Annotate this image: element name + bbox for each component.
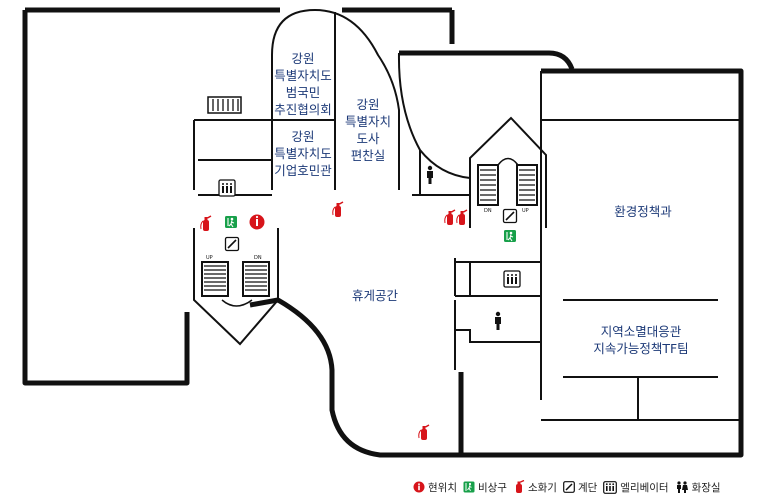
right-stair-up-label: UP xyxy=(522,208,529,214)
right-stair-down-label: DN xyxy=(484,208,492,214)
fire-extinguisher-icon xyxy=(332,201,344,218)
legend-item-stairs: 계단 xyxy=(563,480,597,495)
fire-extinguisher-icon xyxy=(418,424,430,441)
emergency-exit-icon xyxy=(463,481,475,493)
emergency-exit-icon xyxy=(224,215,238,229)
stairs-icon xyxy=(224,236,240,252)
fire-extinguisher-icon xyxy=(200,215,212,232)
right-stairwell xyxy=(469,116,547,228)
legend-item-current-location: 현위치 xyxy=(413,480,457,495)
radiator xyxy=(207,96,242,114)
restroom-icon xyxy=(427,165,433,184)
room-climate-tf: 지역소멸대응관 지속가능정책TF팀 xyxy=(593,324,689,356)
legend-item-elevator: 엘리베이터 xyxy=(603,480,669,495)
outer-walls xyxy=(22,7,744,458)
room-gangwon-history: 강원 특별자치 도사 편찬실 xyxy=(344,97,391,163)
room-gangwon-council: 강원 특별자치도 범국민 추진협의회 xyxy=(274,51,332,117)
emergency-exit-icon xyxy=(503,229,517,243)
legend: 현위치 비상구 소화기 계단 엘리베이터 화장실 xyxy=(413,478,727,496)
restroom-icon xyxy=(676,480,688,493)
room-gangwon-enterprise: 강원 특별자치도 기업호민관 xyxy=(274,129,332,178)
stairs-icon xyxy=(563,481,575,493)
left-stair-down-label: DN xyxy=(254,255,262,261)
elevator-icon xyxy=(603,480,618,494)
elevator-icon xyxy=(503,270,521,288)
interior-walls xyxy=(193,52,741,421)
room-environment-policy: 환경정책과 xyxy=(614,204,672,219)
curved-rooms xyxy=(271,8,400,190)
restroom-icon xyxy=(495,311,501,330)
legend-item-emergency-exit: 비상구 xyxy=(463,480,507,495)
elevator-icon xyxy=(218,179,236,197)
current-location-icon xyxy=(249,214,265,230)
left-stair-up-label: UP xyxy=(206,255,213,261)
legend-item-restroom: 화장실 xyxy=(675,480,721,495)
legend-item-fire-extinguisher: 소화기 xyxy=(513,480,557,495)
floor-plan: UP DN DN UP xyxy=(22,7,744,458)
left-stairwell xyxy=(193,228,279,346)
fire-extinguisher-icon xyxy=(456,209,468,226)
fire-extinguisher-icon xyxy=(515,480,525,493)
current-location-icon xyxy=(413,481,425,493)
room-lounge: 휴게공간 xyxy=(351,288,398,303)
stairs-icon xyxy=(502,208,518,224)
fire-extinguisher-icon xyxy=(444,209,456,226)
